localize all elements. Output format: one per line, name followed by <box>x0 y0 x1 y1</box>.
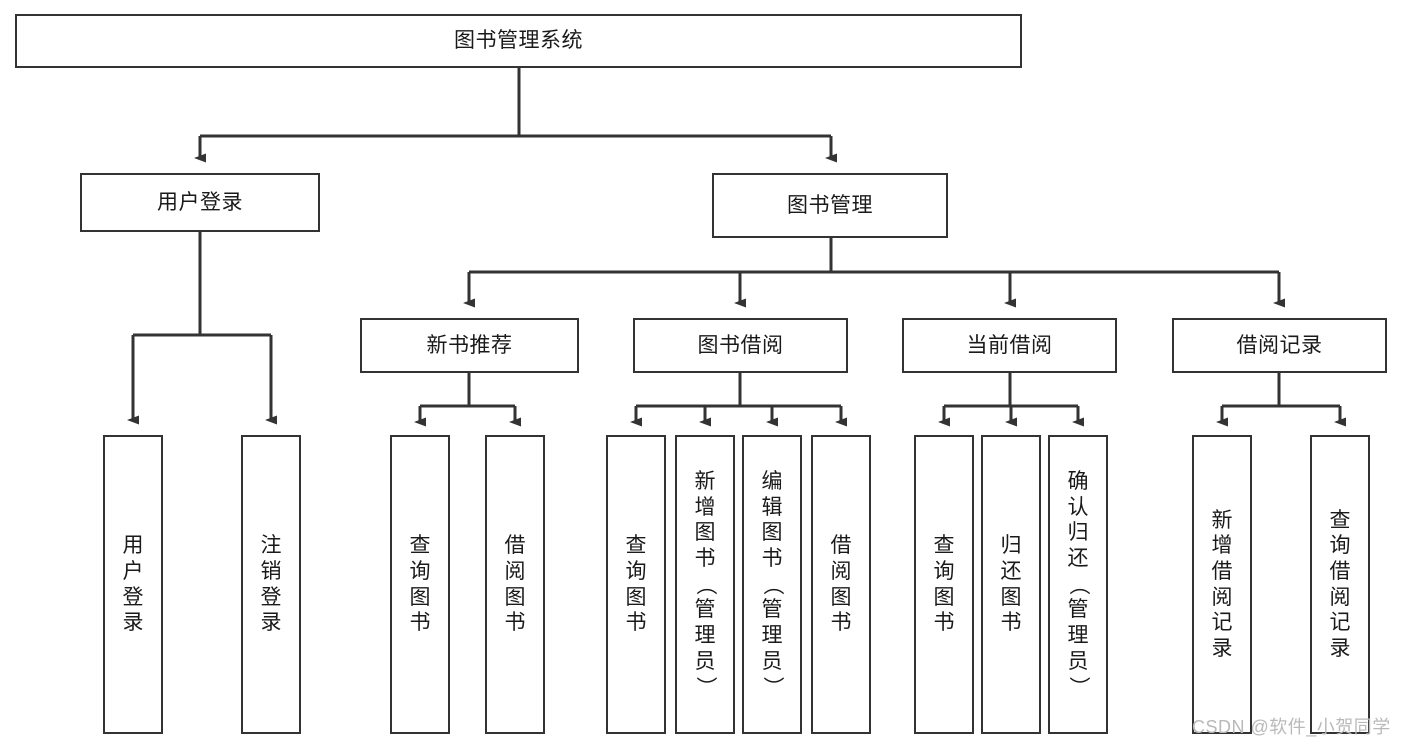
node-leaf-query-book-2-label: 查询图书 <box>625 534 647 635</box>
node-borrow-record[interactable]: 借阅记录 <box>1172 318 1387 373</box>
node-user-login-label: 用户登录 <box>157 190 243 214</box>
node-leaf-borrow-book-1-label: 借阅图书 <box>504 534 526 635</box>
node-leaf-logout[interactable]: 注销登录 <box>241 435 301 734</box>
node-borrow-record-label: 借阅记录 <box>1236 333 1323 357</box>
node-new-book-recommend-label: 新书推荐 <box>426 333 513 357</box>
node-leaf-add-book-label: 新增图书（管理员） <box>693 470 717 698</box>
node-leaf-query-record-label: 查询借阅记录 <box>1329 508 1351 660</box>
csdn-watermark: CSDN @软件_小贺同学 <box>1192 717 1391 737</box>
node-book-borrow-label: 图书借阅 <box>697 333 784 357</box>
node-leaf-query-book-3-label: 查询图书 <box>933 534 955 635</box>
node-root[interactable]: 图书管理系统 <box>15 14 1022 68</box>
node-leaf-query-book-3[interactable]: 查询图书 <box>914 435 974 734</box>
node-leaf-confirm-return-label: 确认归还（管理员） <box>1066 470 1090 698</box>
node-new-book-recommend[interactable]: 新书推荐 <box>360 318 579 373</box>
node-book-borrow[interactable]: 图书借阅 <box>633 318 848 373</box>
node-leaf-query-record[interactable]: 查询借阅记录 <box>1310 435 1370 734</box>
node-leaf-edit-book-label: 编辑图书（管理员） <box>760 470 784 698</box>
node-leaf-query-book-1-label: 查询图书 <box>409 534 431 635</box>
node-leaf-add-record-label: 新增借阅记录 <box>1211 508 1233 660</box>
node-root-label: 图书管理系统 <box>454 29 583 53</box>
node-current-borrow[interactable]: 当前借阅 <box>902 318 1117 373</box>
node-leaf-edit-book[interactable]: 编辑图书（管理员） <box>742 435 802 734</box>
node-leaf-user-login-label: 用户登录 <box>122 534 144 635</box>
node-leaf-borrow-book-1[interactable]: 借阅图书 <box>485 435 545 734</box>
node-book-manage[interactable]: 图书管理 <box>712 173 948 238</box>
node-leaf-add-record[interactable]: 新增借阅记录 <box>1192 435 1252 734</box>
node-book-manage-label: 图书管理 <box>787 193 873 217</box>
node-leaf-user-login[interactable]: 用户登录 <box>103 435 163 734</box>
node-leaf-add-book[interactable]: 新增图书（管理员） <box>675 435 735 734</box>
node-leaf-return-book-label: 归还图书 <box>1000 534 1022 635</box>
node-leaf-confirm-return[interactable]: 确认归还（管理员） <box>1048 435 1108 734</box>
node-leaf-logout-label: 注销登录 <box>260 534 282 635</box>
node-current-borrow-label: 当前借阅 <box>966 333 1053 357</box>
node-leaf-return-book[interactable]: 归还图书 <box>981 435 1041 734</box>
node-leaf-query-book-1[interactable]: 查询图书 <box>390 435 450 734</box>
node-leaf-query-book-2[interactable]: 查询图书 <box>606 435 666 734</box>
node-leaf-borrow-book-2-label: 借阅图书 <box>830 534 852 635</box>
node-leaf-borrow-book-2[interactable]: 借阅图书 <box>811 435 871 734</box>
node-user-login[interactable]: 用户登录 <box>80 173 320 232</box>
